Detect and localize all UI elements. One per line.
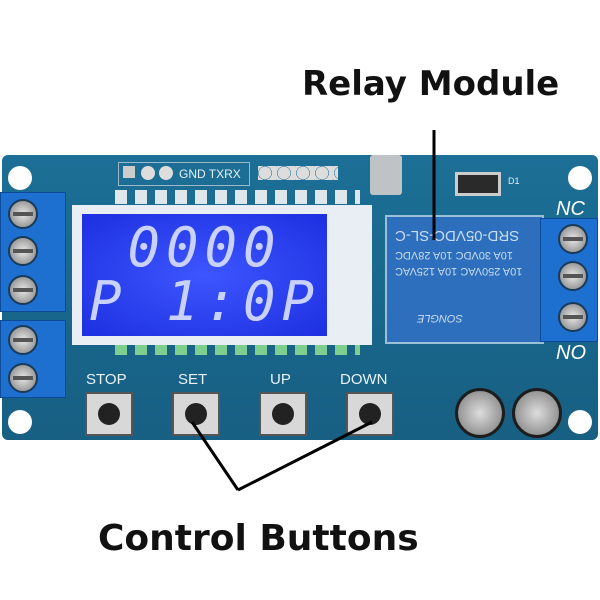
set-pointer-line bbox=[190, 421, 240, 491]
mount-hole bbox=[568, 166, 592, 190]
screw bbox=[8, 275, 38, 305]
usb-port bbox=[370, 155, 402, 195]
lcd-pins-top bbox=[115, 190, 360, 204]
screw bbox=[558, 261, 588, 291]
header-pins bbox=[258, 166, 338, 180]
serial-header: GND TXRX bbox=[118, 162, 250, 186]
screw bbox=[558, 224, 588, 254]
mount-hole bbox=[8, 410, 32, 434]
screw bbox=[8, 236, 38, 266]
lcd-pins-bottom bbox=[115, 345, 360, 355]
button-label-set: SET bbox=[178, 371, 208, 388]
lcd-line-1: 0000 bbox=[127, 216, 282, 279]
down-button[interactable] bbox=[346, 392, 394, 436]
header-label: GND TXRX bbox=[179, 167, 241, 181]
relay-module-label: Relay Module bbox=[302, 64, 560, 104]
up-button[interactable] bbox=[259, 392, 307, 436]
relay: SRD-05VDC-SL-C 10A 30VDC 10A 28VDC 10A 2… bbox=[385, 215, 544, 344]
lcd-screen: 0000 P 1:0P bbox=[82, 214, 327, 336]
button-label-down: DOWN bbox=[340, 371, 388, 388]
stop-button[interactable] bbox=[85, 392, 133, 436]
diode-label: D1 bbox=[508, 176, 520, 186]
screw bbox=[8, 325, 38, 355]
down-pointer-line bbox=[237, 420, 373, 492]
button-label-up: UP bbox=[270, 371, 291, 388]
button-label-stop: STOP bbox=[86, 371, 127, 388]
screw bbox=[8, 363, 38, 393]
nc-label: NC bbox=[556, 198, 585, 220]
mount-hole bbox=[8, 166, 32, 190]
diode bbox=[455, 172, 501, 196]
capacitor bbox=[512, 388, 562, 438]
screw bbox=[558, 302, 588, 332]
control-buttons-label: Control Buttons bbox=[98, 518, 419, 559]
screw bbox=[8, 199, 38, 229]
lcd-line-2: P 1:0P bbox=[88, 270, 321, 333]
capacitor bbox=[455, 388, 505, 438]
no-label: NO bbox=[556, 342, 586, 364]
mount-hole bbox=[568, 410, 592, 434]
